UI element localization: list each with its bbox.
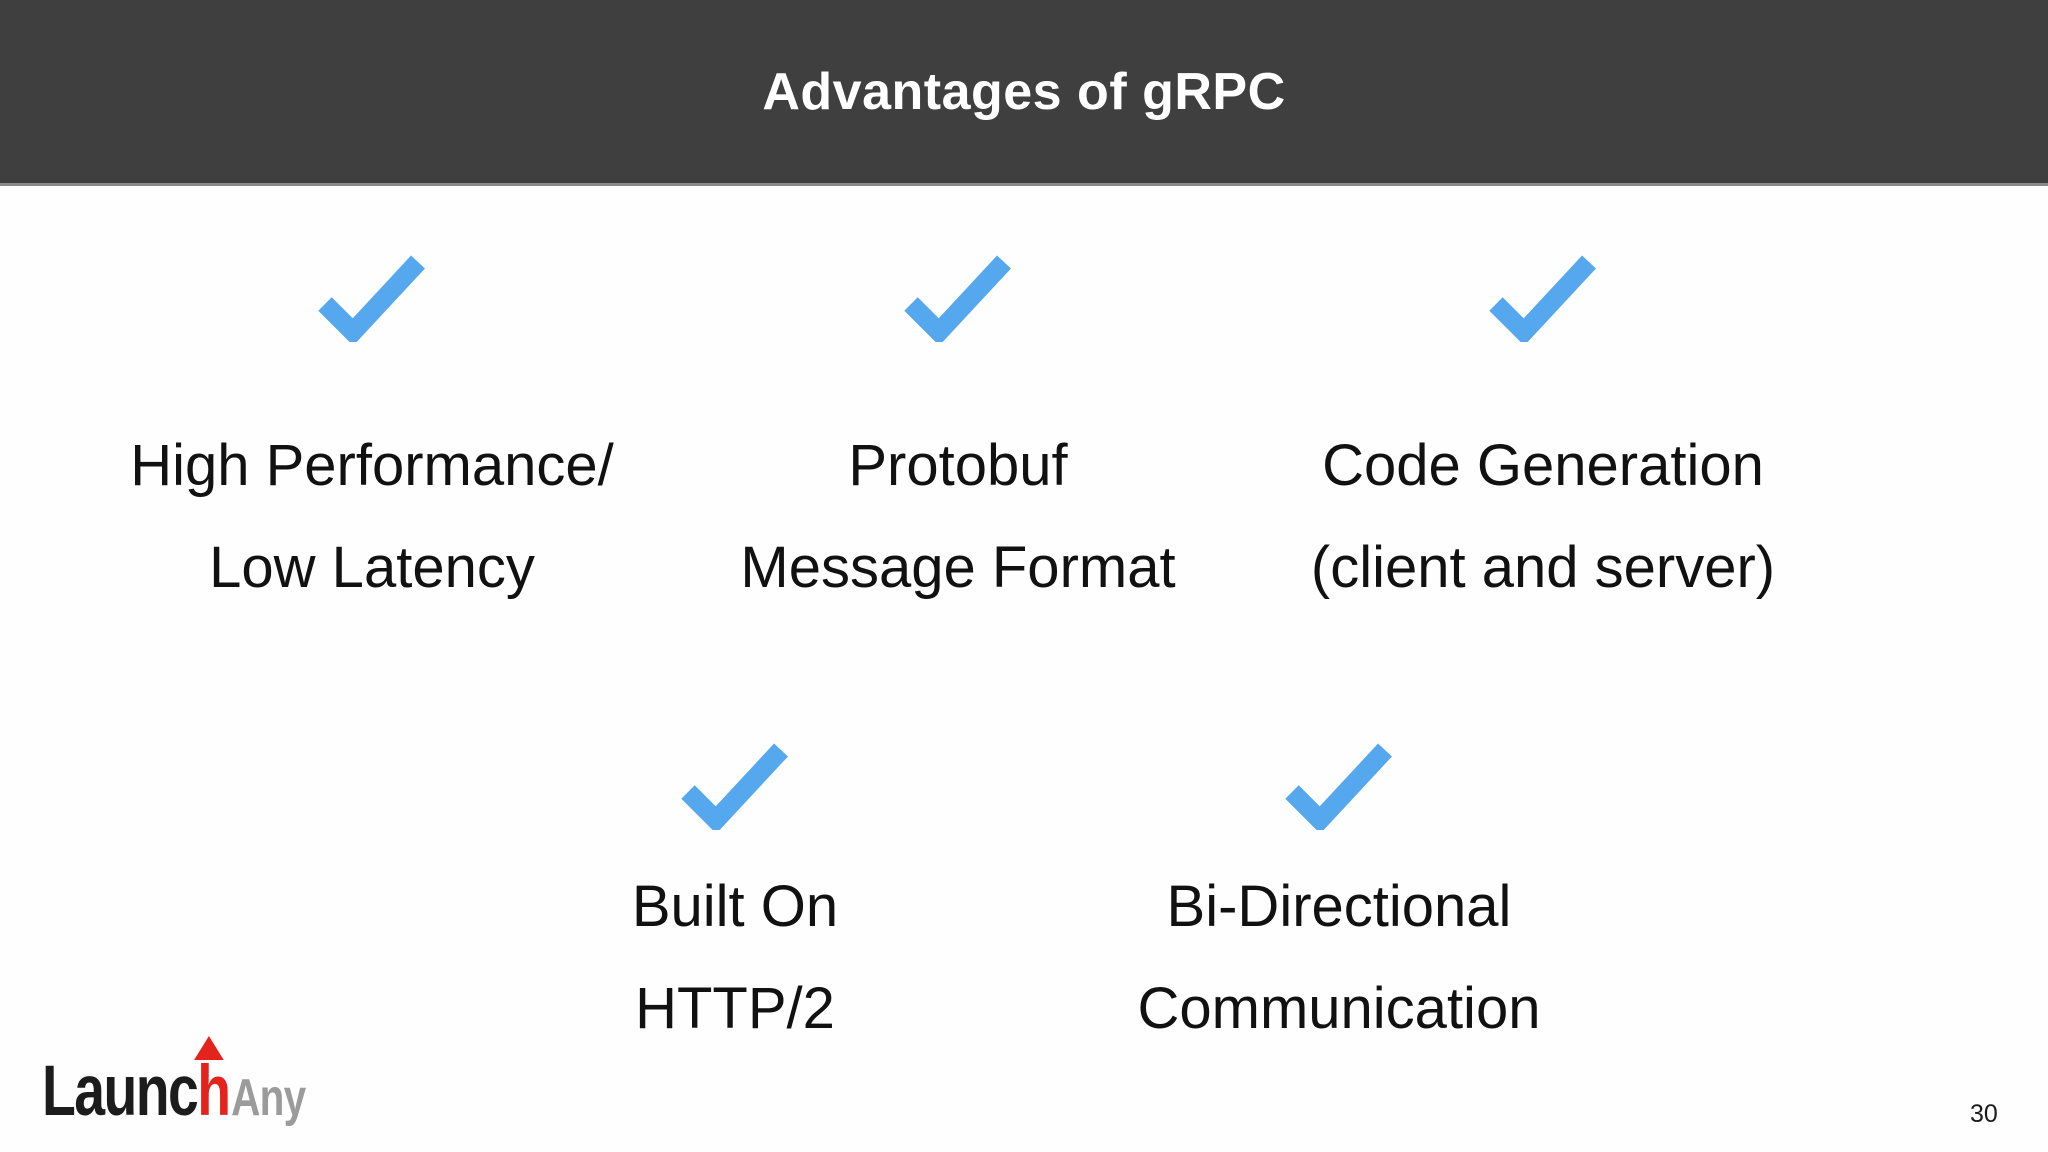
feature-line-1: Protobuf	[848, 433, 1068, 498]
checkmark-stroke	[681, 743, 788, 830]
feature-line-2: HTTP/2	[635, 976, 835, 1041]
logo-text-launc: Launc	[42, 1052, 199, 1131]
feature-line-1: Bi-Directional	[1166, 874, 1512, 939]
checkmark-icon	[1285, 743, 1392, 830]
feature-built-on-http2: Built On HTTP/2	[385, 740, 1085, 1060]
checkmark-stroke	[1489, 255, 1596, 342]
feature-protobuf: Protobuf Message Format	[608, 252, 1308, 619]
checkmark-icon	[681, 743, 788, 830]
page-number: 30	[1970, 1100, 1998, 1128]
feature-high-performance: High Performance/ Low Latency	[22, 252, 722, 619]
up-arrow-icon	[194, 1036, 224, 1060]
logo-letter-h: h	[194, 1036, 231, 1127]
slide-title: Advantages of gRPC	[762, 62, 1286, 121]
feature-line-2: Message Format	[740, 535, 1176, 600]
logo-letter-h-text: h	[197, 1052, 232, 1131]
feature-bidirectional-communication: Bi-Directional Communication	[989, 740, 1689, 1060]
feature-line-2: Communication	[1137, 976, 1541, 1041]
checkmark-icon	[318, 255, 425, 342]
feature-line-1: High Performance/	[130, 433, 614, 498]
feature-line-2: Low Latency	[209, 535, 535, 600]
logo-text-any: Any	[231, 1069, 306, 1127]
checkmark-stroke	[318, 255, 425, 342]
feature-line-1: Built On	[631, 874, 839, 939]
feature-line-2: (client and server)	[1310, 535, 1776, 600]
checkmark-icon	[904, 255, 1011, 342]
feature-code-generation: Code Generation (client and server)	[1193, 252, 1893, 619]
slide-header: Advantages of gRPC	[0, 0, 2048, 186]
feature-line-1: Code Generation	[1322, 433, 1764, 498]
checkmark-stroke	[904, 255, 1011, 342]
checkmark-icon	[1489, 255, 1596, 342]
checkmark-stroke	[1285, 743, 1392, 830]
